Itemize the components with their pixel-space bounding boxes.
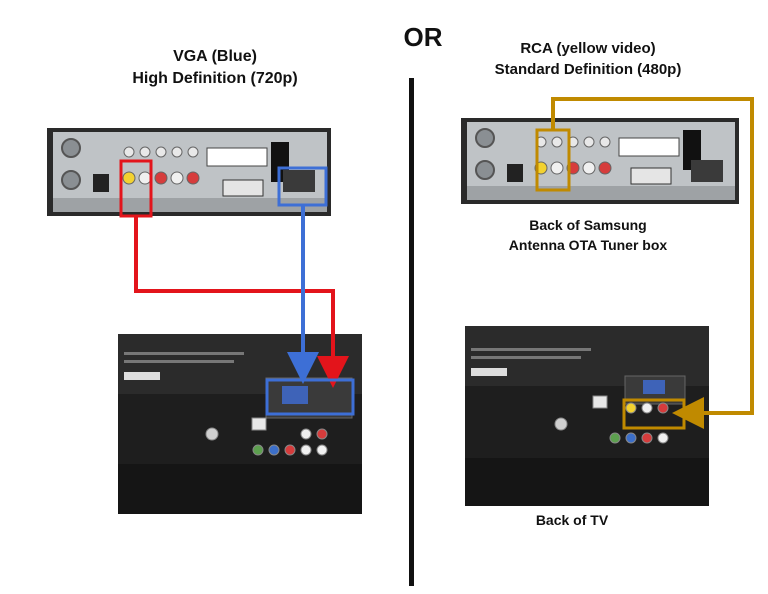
tuner-box-caption: Back of Samsung Antenna OTA Tuner box	[478, 215, 698, 255]
rca-title-line2: Standard Definition (480p)	[494, 61, 682, 78]
tv-vga-in-highlight	[265, 378, 355, 416]
rca-option-title: RCA (yellow video) Standard Definition (…	[462, 38, 714, 80]
or-separator-label: OR	[403, 22, 443, 52]
gold-rca-cable-line	[551, 97, 754, 429]
tuner-caption-line2: Antenna OTA Tuner box	[508, 237, 668, 253]
tuner-caption-line1: Back of Samsung	[529, 217, 647, 233]
tuner-vga-out-highlight	[277, 166, 328, 207]
tuner-audio-out-highlight	[119, 159, 153, 218]
vga-option-title: VGA (Blue) High Definition (720p)	[90, 46, 340, 90]
tuner-box-back-photo-right	[461, 118, 739, 204]
vga-title-line1: VGA (Blue)	[173, 48, 257, 65]
tuner-box-back-photo-left	[47, 128, 331, 216]
tv-back-photo-right	[465, 326, 709, 506]
red-audio-cable-line	[134, 216, 349, 388]
vga-title-line2: High Definition (720p)	[132, 70, 298, 87]
tv-rca-in-highlight	[622, 398, 686, 430]
tv-back-caption: Back of TV	[535, 512, 609, 528]
tv-back-photo-left	[118, 334, 362, 514]
rca-title-line1: RCA (yellow video)	[520, 40, 656, 57]
tuner-rca-out-highlight	[535, 128, 571, 192]
vertical-divider	[409, 78, 414, 586]
